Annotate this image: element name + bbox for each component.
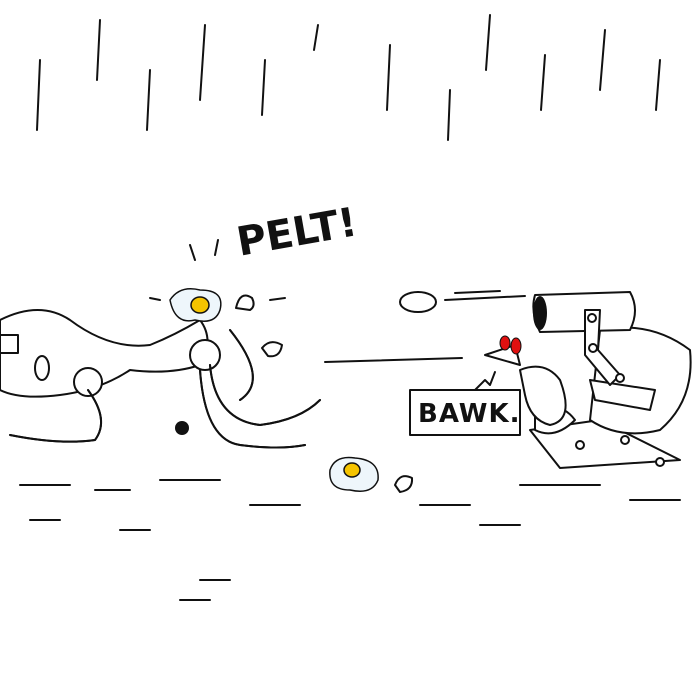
tank-tread — [529, 419, 681, 469]
fallen-robot — [0, 309, 321, 449]
robot-eye — [34, 355, 50, 381]
yolk — [190, 296, 210, 314]
eggshell — [235, 294, 255, 311]
red-eye — [510, 337, 522, 355]
rain-streaks — [36, 14, 661, 141]
flying-egg — [399, 290, 526, 313]
bawk-sound-effect: BAWK. — [418, 399, 520, 429]
egg-splat-upper — [149, 239, 286, 358]
bawk-speech-sign: BAWK. — [409, 371, 521, 436]
eggshell — [261, 341, 283, 358]
red-eye — [499, 335, 511, 351]
robot-joint — [0, 334, 19, 354]
bolt — [175, 421, 189, 435]
yolk — [343, 462, 361, 478]
eggshell — [394, 475, 414, 493]
motion-line — [324, 357, 463, 363]
robot-chicken — [484, 291, 692, 469]
pelt-sound-effect: PELT! — [233, 199, 360, 265]
egg-splat-lower — [329, 456, 414, 493]
ground-lines — [19, 479, 681, 601]
